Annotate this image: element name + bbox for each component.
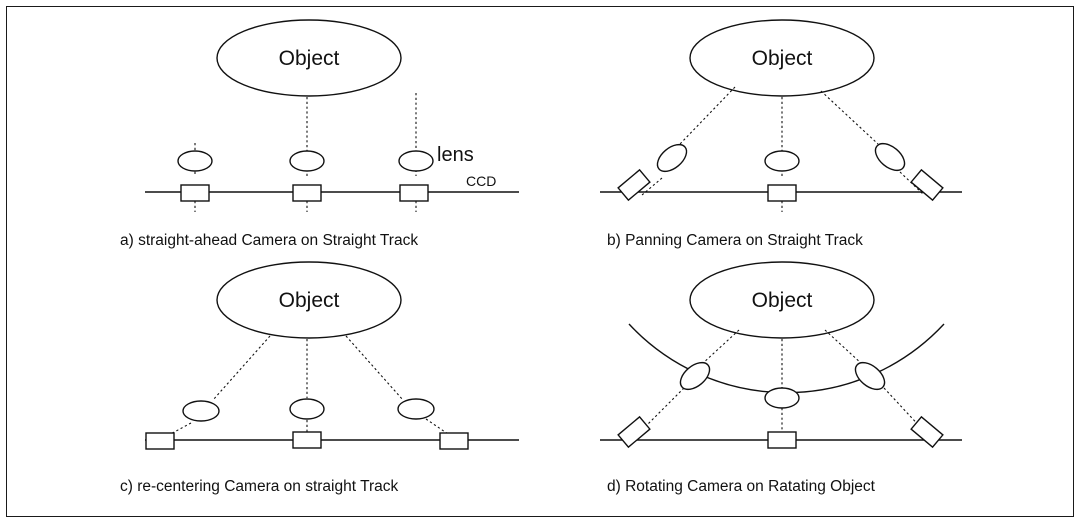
panel-d-ray-right [824,329,863,365]
panel-a-ccd-right [399,184,429,202]
panel-a-lens-right [398,150,434,172]
panel-b-lens-left [656,143,688,173]
panel-c-ray-right [345,335,404,401]
panel-a-ccd-center [292,184,322,202]
panel-b-lens-right [874,142,906,172]
panel-a: Object lens CCD a) straight-ahead Camera… [120,19,519,249]
panel-b-object [689,19,875,97]
panel-b-ccd-right [910,168,944,202]
panel-b-ray-left [679,86,736,145]
panel-d-ccd-center [767,431,797,449]
panel-b-ray-right [820,90,879,145]
panel-b-ccd-center [767,184,797,202]
panel-c-caption: c) re-centering Camera on straight Track [120,478,398,495]
panel-c-object [216,261,402,339]
panel-d: Object d) Rotating Camera on Ratating Ob… [600,261,962,495]
panel-d-object-label: Object [752,289,813,312]
ccd-label: CCD [466,173,496,189]
panel-c-lens-center [289,398,325,420]
panel-d-lens-center [764,387,800,409]
panel-d-lens-right [854,361,886,391]
panel-b-ccd-left [617,168,651,202]
panel-d-ray-left [701,329,740,365]
figure-frame [6,6,1074,517]
panel-b-lens-center [764,150,800,172]
panel-c-lens-left [182,400,220,422]
lens-label: lens [437,144,474,166]
panel-c-lens-right [397,398,435,420]
panel-c: Object c) re-centering Camera on straigh… [120,261,519,495]
panel-c-ccd-right [439,432,469,450]
panel-c-ccd-left [145,432,175,450]
panel-a-lens-left [177,150,213,172]
panel-a-object [216,19,402,97]
panel-b-caption: b) Panning Camera on Straight Track [607,232,863,249]
panel-d-lens-left [679,361,711,391]
panel-a-caption: a) straight-ahead Camera on Straight Tra… [120,232,418,249]
panel-b: Object b) Panning Camera on Straight Tra… [600,19,962,249]
panel-d-ccd-right [910,415,944,449]
panel-a-ccd-left [180,184,210,202]
panel-d-caption: d) Rotating Camera on Ratating Object [607,478,876,495]
panel-c-ray-left [212,335,271,401]
panel-a-object-label: Object [279,47,340,70]
panel-a-lens-center [289,150,325,172]
panel-d-ccd-left [617,415,651,449]
panel-b-object-label: Object [752,47,813,70]
panel-c-object-label: Object [279,289,340,312]
panel-d-object [689,261,875,339]
panel-c-ccd-center [292,431,322,449]
